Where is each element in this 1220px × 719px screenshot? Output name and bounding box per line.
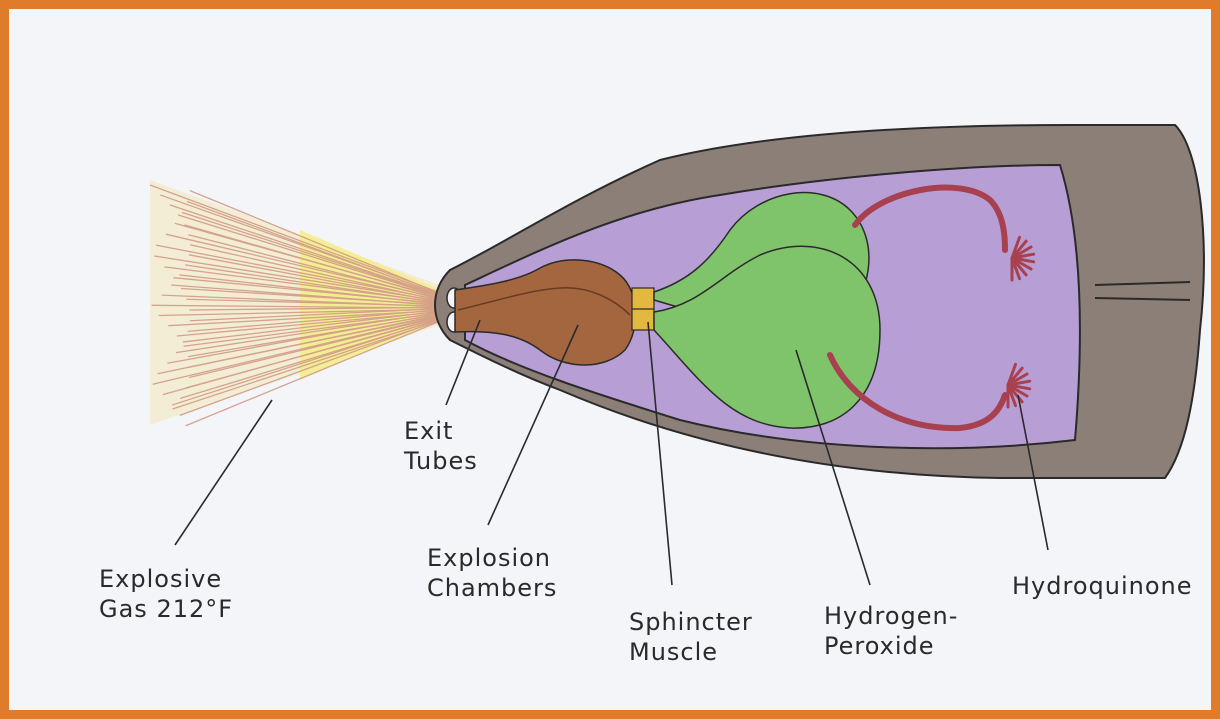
label-hydroquinone: Hydroquinone <box>1012 571 1193 601</box>
explosive-gas-spray <box>150 180 440 426</box>
leader-explosive-gas <box>175 400 272 545</box>
label-sphincter-muscle: Sphincter Muscle <box>629 607 753 667</box>
label-explosive-gas: Explosive Gas 212°F <box>99 564 233 624</box>
label-exit-tubes: Exit Tubes <box>404 416 478 476</box>
label-explosion-chambers: Explosion Chambers <box>427 543 557 603</box>
label-hydrogen-peroxide: Hydrogen- Peroxide <box>824 601 958 661</box>
